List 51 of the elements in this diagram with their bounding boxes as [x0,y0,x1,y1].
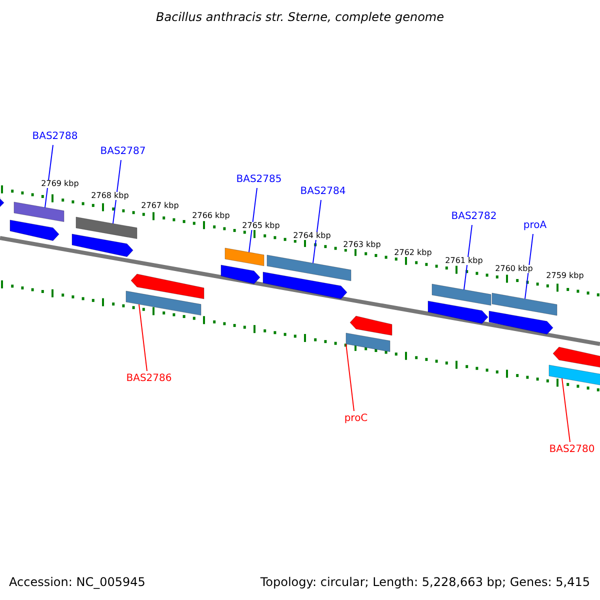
leader-line [524,234,534,300]
scale-label: 2762 kbp [394,249,432,257]
gene-feature [492,292,558,316]
scale-label: 2760 kbp [495,265,533,273]
leader-line [112,160,122,224]
leader-line [138,304,148,372]
leader-line [464,224,472,290]
gene-label: proA [523,221,547,231]
gene-label: BAS2780 [549,445,595,455]
scale-label: 2761 kbp [445,257,483,265]
gene-feature [266,254,352,282]
genome-summary: Topology: circular; Length: 5,228,663 bp; Genes: 5,415 [260,576,590,588]
gene-feature [130,274,204,300]
scale-label: 2759 kbp [546,272,584,280]
gene-feature [488,310,554,335]
accession-text: Accession: NC_005945 [9,576,146,588]
gene-label: BAS2787 [100,147,146,157]
gene-feature [72,234,134,258]
scale-label: 2764 kbp [293,232,331,240]
map-title: Bacillus anthracis str. Sterne, complete genome [156,11,444,23]
leader-line [248,188,258,253]
gene-feature [432,284,492,306]
scale-label: 2769 kbp [41,180,79,188]
scale-label: 2766 kbp [192,212,230,220]
gene-feature [220,264,260,284]
gene-feature [262,272,348,300]
gene-feature [224,248,264,266]
gene-feature [76,216,138,240]
leader-line [44,144,54,208]
gene-feature [428,300,488,324]
gene-feature [350,316,392,336]
gene-label: BAS2786 [126,374,172,384]
gene-feature [10,220,60,241]
gene-feature [126,290,202,316]
gene-label: BAS2784 [300,187,346,197]
gene-feature [0,196,4,209]
leader-line [346,344,354,412]
scale-label: 2765 kbp [242,222,280,230]
leader-line [562,378,570,442]
gene-feature [548,364,600,386]
gene-label: BAS2785 [236,175,282,185]
gene-label: BAS2788 [32,132,78,142]
scale-label: 2763 kbp [343,241,381,249]
gene-feature [14,202,64,222]
gene-label: BAS2782 [451,212,497,222]
gene-feature [346,332,390,352]
scale-label: 2768 kbp [91,192,129,200]
leader-line [312,200,322,264]
scale-label: 2767 kbp [141,202,179,210]
gene-label: proC [344,414,368,424]
gene-feature [552,346,600,368]
